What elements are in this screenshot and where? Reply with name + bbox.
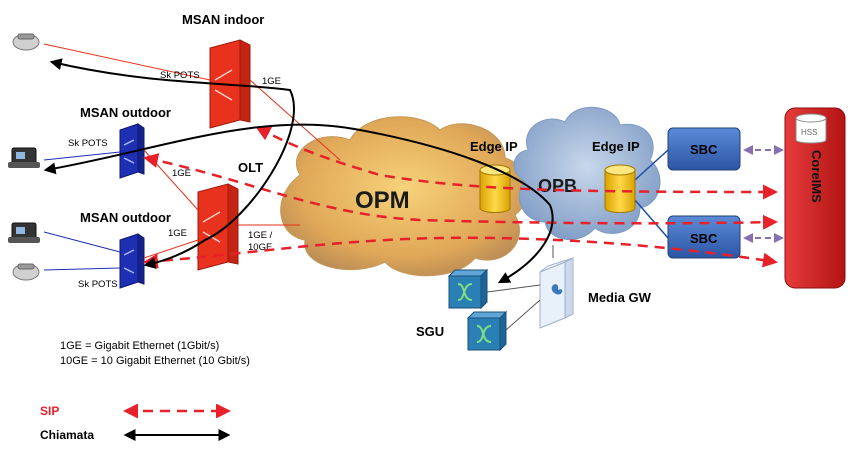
sgu-media-link-2	[505, 299, 541, 331]
pots-link-outdoor-top	[43, 151, 121, 161]
legend-1ge: 1GE = Gigabit Ethernet (1Gbit/s)	[60, 340, 220, 352]
olt-label: OLT	[238, 160, 263, 175]
edge-sbc-bottom-link	[634, 199, 669, 239]
pots-link-outdoor-bottom-b	[43, 267, 121, 271]
sbc-top: SBC	[667, 127, 741, 171]
sk-pots-indoor-label: Sk POTS	[160, 70, 200, 81]
msan-outdoor-bottom-icon	[119, 233, 145, 289]
msan-indoor-label: MSAN indoor	[182, 12, 264, 27]
legend-sip-arrow	[123, 404, 231, 418]
link-1ge-indoor-label: 1GE	[262, 76, 281, 87]
phone-icon-4	[12, 263, 40, 281]
phone-icon-3	[8, 222, 40, 243]
media-gw-label: Media GW	[588, 290, 652, 305]
legend-chiamata-arrow	[123, 429, 231, 441]
link-1ge-outdoor-label: 1GE	[172, 168, 191, 179]
pots-link-outdoor-bottom-a	[43, 231, 121, 253]
link-1ge-indoor	[249, 79, 341, 161]
edge-ip-right-icon	[604, 164, 636, 213]
core-ims: CoreIMS	[784, 107, 846, 289]
sgu-label: SGU	[416, 324, 444, 339]
sbc-top-label: SBC	[690, 142, 718, 157]
sgu-media-link-1	[486, 284, 541, 293]
link-1ge-olt-label: 1GE	[168, 228, 187, 239]
core-ims-label: CoreIMS	[809, 150, 824, 203]
edge-ip-right-label: Edge IP	[592, 139, 640, 154]
hss-label: HSS	[801, 128, 817, 137]
sgu-top-icon	[447, 268, 489, 310]
opb-label: OPB	[538, 176, 577, 196]
sk-pots-outdoor-bottom-label: Sk POTS	[78, 279, 118, 290]
phone-icon-2	[8, 147, 40, 168]
call-path-2	[43, 123, 554, 284]
sk-pots-outdoor-top-label: Sk POTS	[68, 138, 108, 149]
opm-label: OPM	[355, 187, 410, 214]
sgu-bottom-icon	[466, 310, 508, 352]
legend-10ge: 10GE = 10 Gigabit Ethernet (10 Gbit/s)	[60, 355, 250, 367]
media-gw-icon	[539, 257, 574, 329]
msan-outdoor-bottom-label: MSAN outdoor	[80, 210, 171, 225]
phone-icon-1	[12, 33, 40, 51]
link-1ge-10ge-label: 1GE /	[248, 230, 273, 241]
legend-sip-label: SIP	[40, 404, 60, 418]
hss-icon: HSS	[795, 113, 827, 144]
legend-chiamata-label: Chiamata	[40, 428, 95, 442]
sbc-bottom-label: SBC	[690, 231, 718, 246]
opb-cloud	[513, 106, 661, 240]
edge-ip-left-label: Edge IP	[470, 139, 518, 154]
msan-outdoor-top-label: MSAN outdoor	[80, 105, 171, 120]
